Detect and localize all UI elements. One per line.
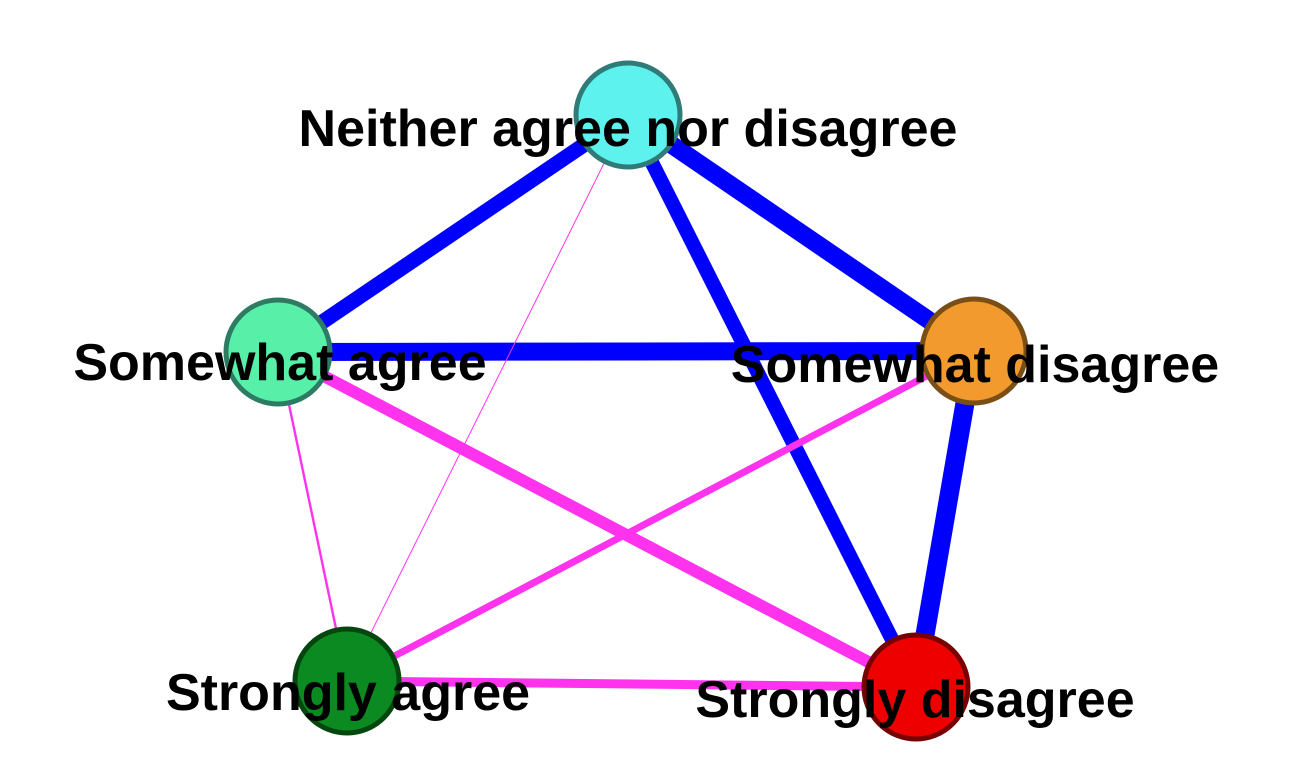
node-strongly-agree xyxy=(292,626,402,736)
node-label-strongly-agree: Strongly agree xyxy=(166,664,530,722)
edge-neither-somewhat-disagree xyxy=(622,107,980,359)
edge-neither-somewhat-agree xyxy=(273,108,633,359)
edge-somewhat-disagree-strongly-disagree xyxy=(906,349,984,689)
node-somewhat-disagree xyxy=(919,296,1029,406)
node-label-somewhat-agree: Somewhat agree xyxy=(73,334,486,392)
edge-neither-strongly-disagree xyxy=(621,111,923,691)
edges-layer xyxy=(273,107,984,693)
edge-strongly-agree-strongly-disagree xyxy=(346,676,917,692)
edge-neither-strongly-agree xyxy=(346,114,629,682)
node-label-somewhat-disagree: Somewhat disagree xyxy=(731,336,1219,394)
node-somewhat-agree xyxy=(223,297,333,407)
nodes-layer xyxy=(223,60,1029,742)
node-neither xyxy=(573,60,683,170)
edge-somewhat-disagree-strongly-agree xyxy=(345,347,976,685)
node-label-neither: Neither agree nor disagree xyxy=(299,100,958,158)
edge-somewhat-agree-strongly-agree xyxy=(276,351,349,682)
node-label-strongly-disagree: Strongly disagree xyxy=(695,671,1134,729)
edge-somewhat-agree-somewhat-disagree xyxy=(277,342,975,361)
node-strongly-disagree xyxy=(861,632,971,742)
edge-somewhat-agree-strongly-disagree xyxy=(275,346,919,693)
